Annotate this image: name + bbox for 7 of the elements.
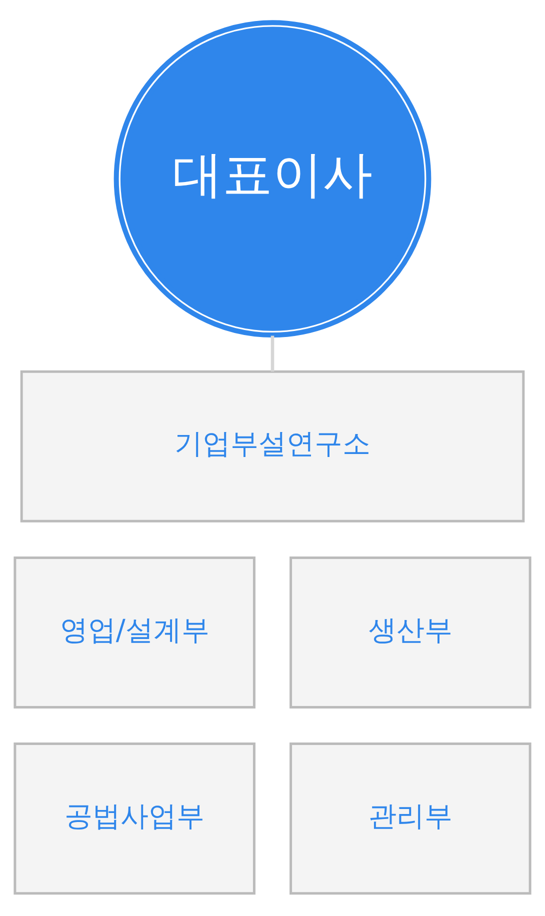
- node-box: 영업/설계부: [14, 556, 256, 708]
- node-circle: 대표이사: [114, 20, 432, 338]
- node-box: 기업부설연구소: [20, 370, 525, 522]
- node-box: 관리부: [290, 742, 532, 895]
- connector: [270, 336, 274, 372]
- node-box: 생산부: [290, 556, 532, 708]
- node-box: 공법사업부: [14, 742, 256, 895]
